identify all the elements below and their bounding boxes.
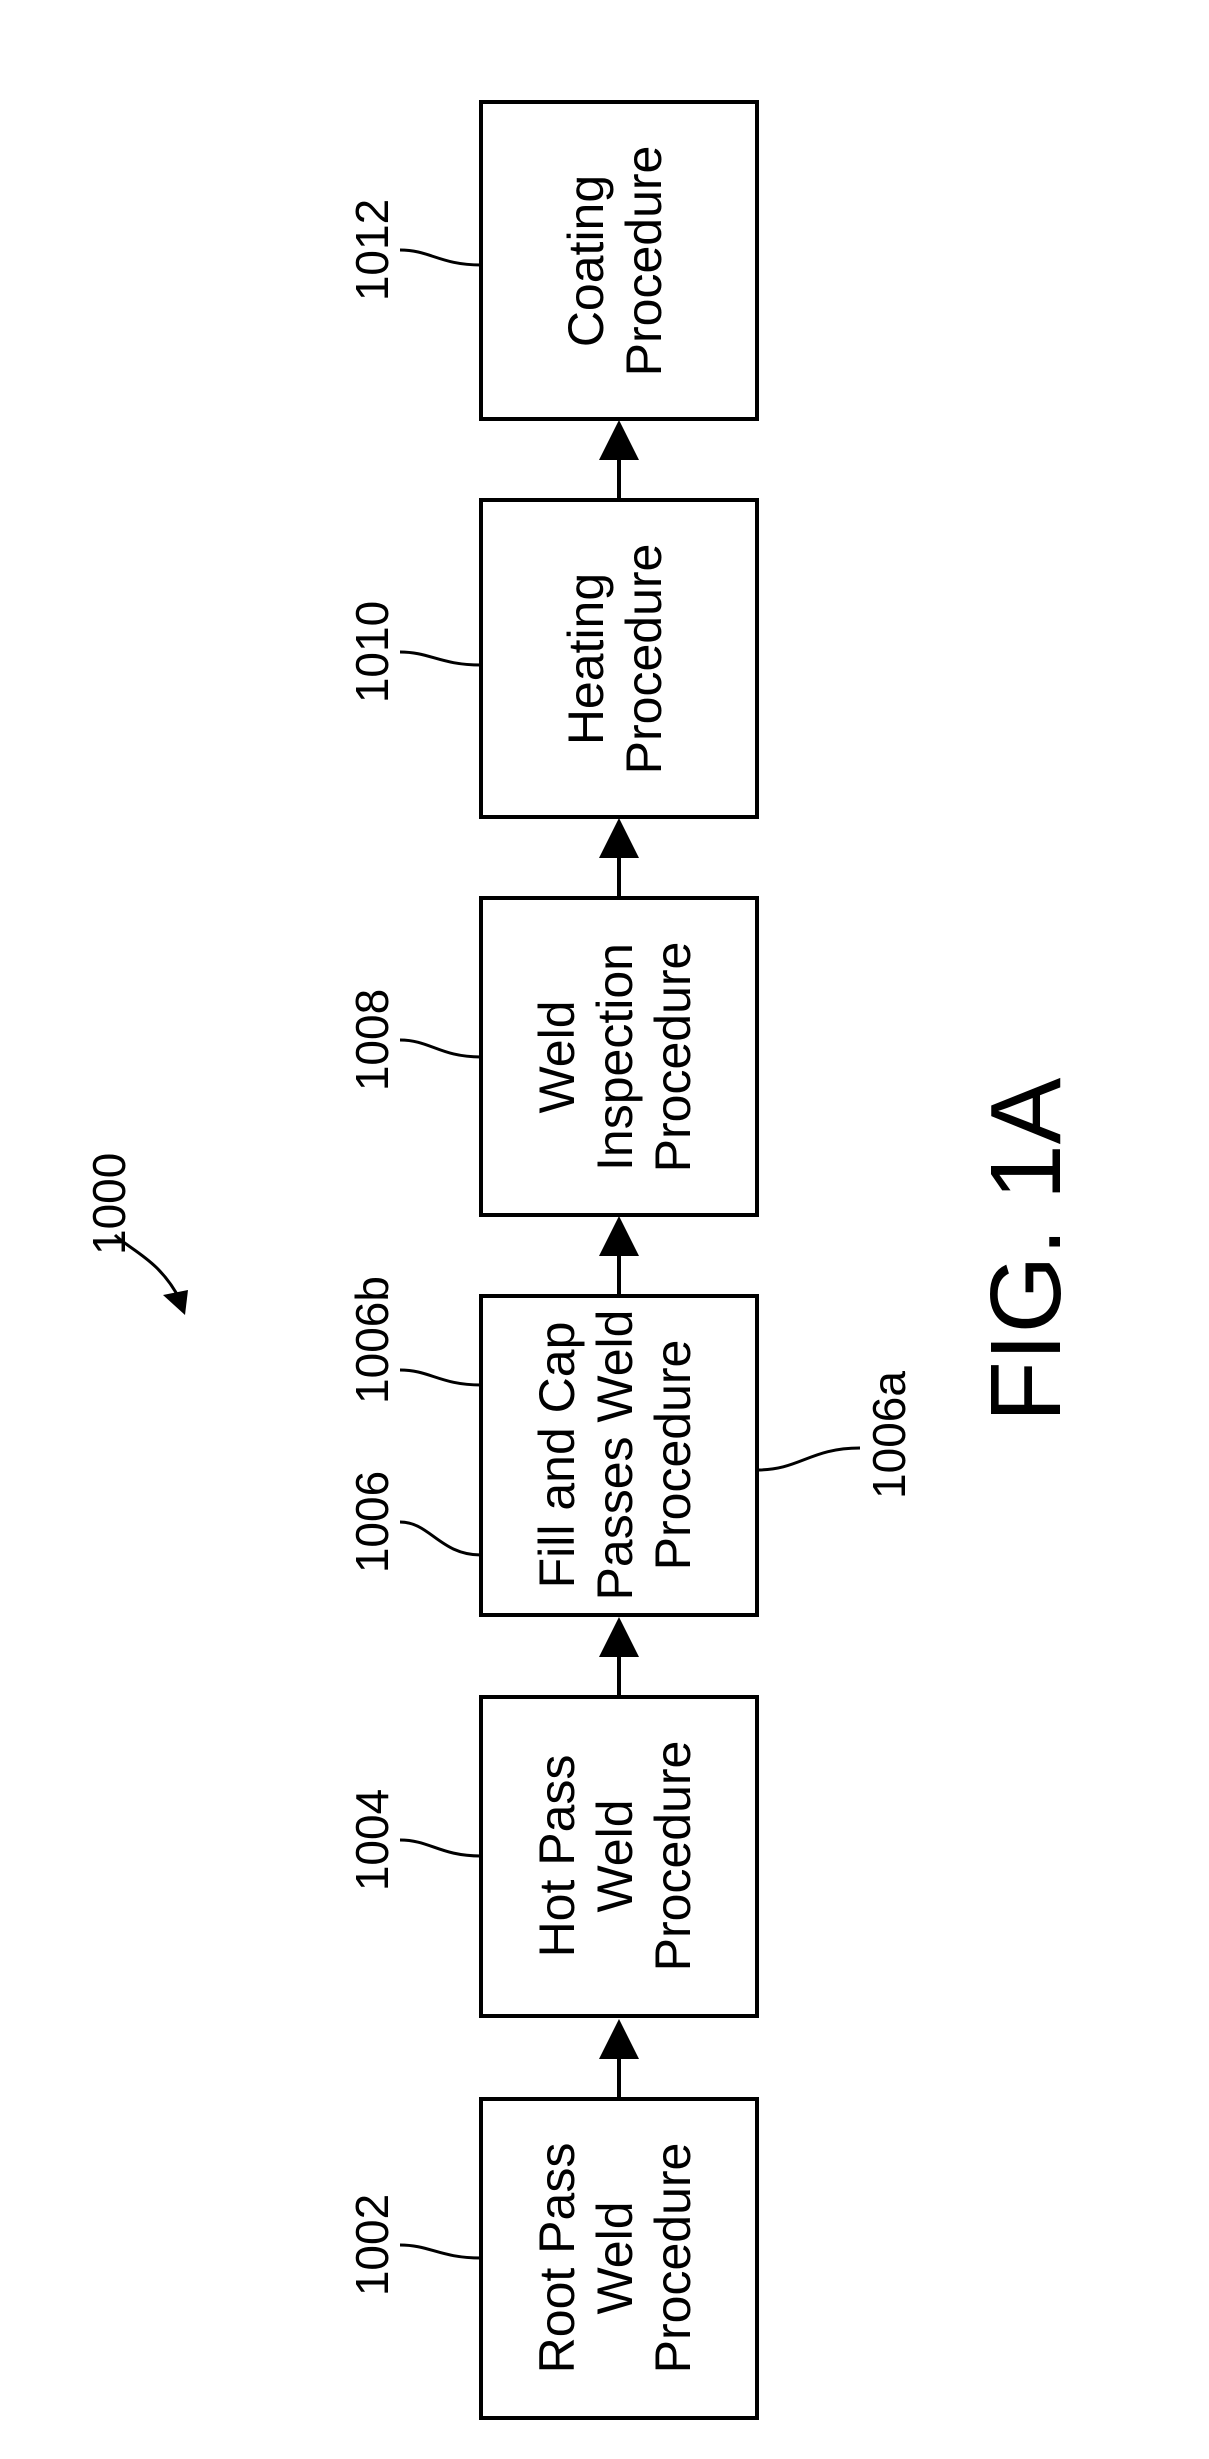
block-heating-line-1: Heating <box>558 573 614 745</box>
leader-1006a <box>757 1448 860 1470</box>
block-root-pass-line-1: Root Pass <box>529 2143 585 2374</box>
ref-1004: 1004 <box>346 1789 398 1891</box>
leader-1006b <box>400 1370 481 1385</box>
block-heating-line-2: Procedure <box>616 544 672 775</box>
leader-1008 <box>400 1040 481 1057</box>
leader-1004 <box>400 1840 481 1856</box>
block-hot-pass-line-3: Procedure <box>645 1741 701 1972</box>
block-fill-and-cap-line-3: Procedure <box>645 1340 701 1571</box>
ref-1012: 1012 <box>346 199 398 301</box>
block-fill-and-cap-line-1: Fill and Cap <box>529 1322 585 1589</box>
block-weld-inspection-line-3: Procedure <box>645 942 701 1173</box>
figure-label: FIG. 1A <box>970 1077 1082 1422</box>
leader-1006 <box>400 1522 481 1555</box>
block-hot-pass-line-2: Weld <box>587 1799 643 1912</box>
ref-1006a: 1006a <box>863 1371 915 1499</box>
diagram-ref-arrow <box>115 1235 180 1300</box>
block-weld-inspection-line-1: Weld <box>529 1000 585 1113</box>
block-coating-line-1: Coating <box>558 175 614 347</box>
ref-1002: 1002 <box>346 2194 398 2296</box>
diagram-ref-label: 1000 <box>83 1153 135 1255</box>
leader-1012 <box>400 250 481 265</box>
ref-1008: 1008 <box>346 989 398 1091</box>
ref-1006: 1006 <box>346 1471 398 1573</box>
block-fill-and-cap-line-2: Passes Weld <box>587 1310 643 1601</box>
block-coating-line-2: Procedure <box>616 146 672 377</box>
diagram-ref-arrowhead-icon <box>163 1290 188 1315</box>
block-weld-inspection-line-2: Inspection <box>587 943 643 1171</box>
block-root-pass-line-2: Weld <box>587 2201 643 2314</box>
ref-1010: 1010 <box>346 601 398 703</box>
ref-1006b: 1006b <box>346 1276 398 1404</box>
block-hot-pass-line-1: Hot Pass <box>529 1755 585 1958</box>
leader-1010 <box>400 652 481 665</box>
block-root-pass-line-3: Procedure <box>645 2143 701 2374</box>
leader-1002 <box>400 2245 481 2258</box>
